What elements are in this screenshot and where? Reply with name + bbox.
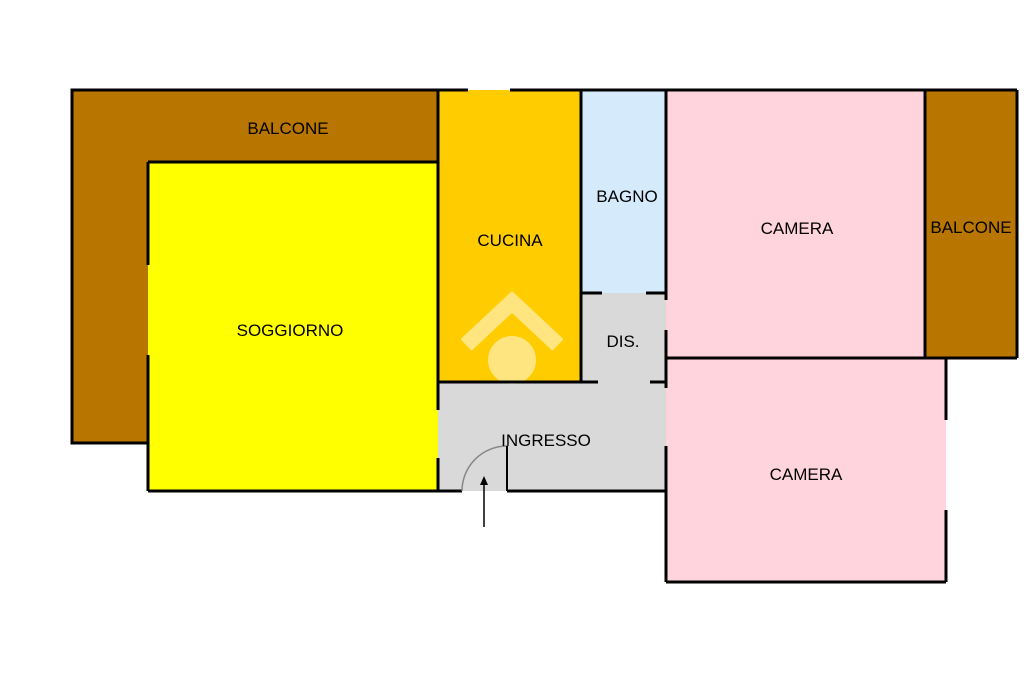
walls bbox=[70, 88, 1019, 584]
room-bagno bbox=[581, 90, 666, 293]
room-soggiorno bbox=[148, 162, 438, 491]
room-balcone-right bbox=[925, 90, 1017, 358]
room-dis bbox=[581, 293, 666, 382]
room-camera-bottom bbox=[666, 358, 946, 582]
door-swing-icon bbox=[461, 445, 508, 492]
label-camera-top: CAMERA bbox=[761, 219, 834, 238]
wall-balcone-left-outer bbox=[70, 88, 468, 445]
house-logo-icon bbox=[460, 291, 564, 384]
label-ingresso: INGRESSO bbox=[501, 431, 591, 450]
room-labels: BALCONE SOGGIORNO CUCINA BAGNO DIS. INGR… bbox=[237, 119, 1012, 484]
label-cucina: CUCINA bbox=[477, 231, 543, 250]
label-balcone-right: BALCONE bbox=[930, 218, 1011, 237]
room-camera-top bbox=[666, 90, 925, 358]
label-soggiorno: SOGGIORNO bbox=[237, 321, 344, 340]
room-ingresso bbox=[438, 382, 666, 491]
label-dis: DIS. bbox=[606, 332, 639, 351]
label-camera-bottom: CAMERA bbox=[770, 465, 843, 484]
arrow-up-icon bbox=[480, 476, 488, 527]
label-balcone-left: BALCONE bbox=[247, 119, 328, 138]
room-fills bbox=[72, 90, 1017, 582]
label-bagno: BAGNO bbox=[596, 187, 657, 206]
